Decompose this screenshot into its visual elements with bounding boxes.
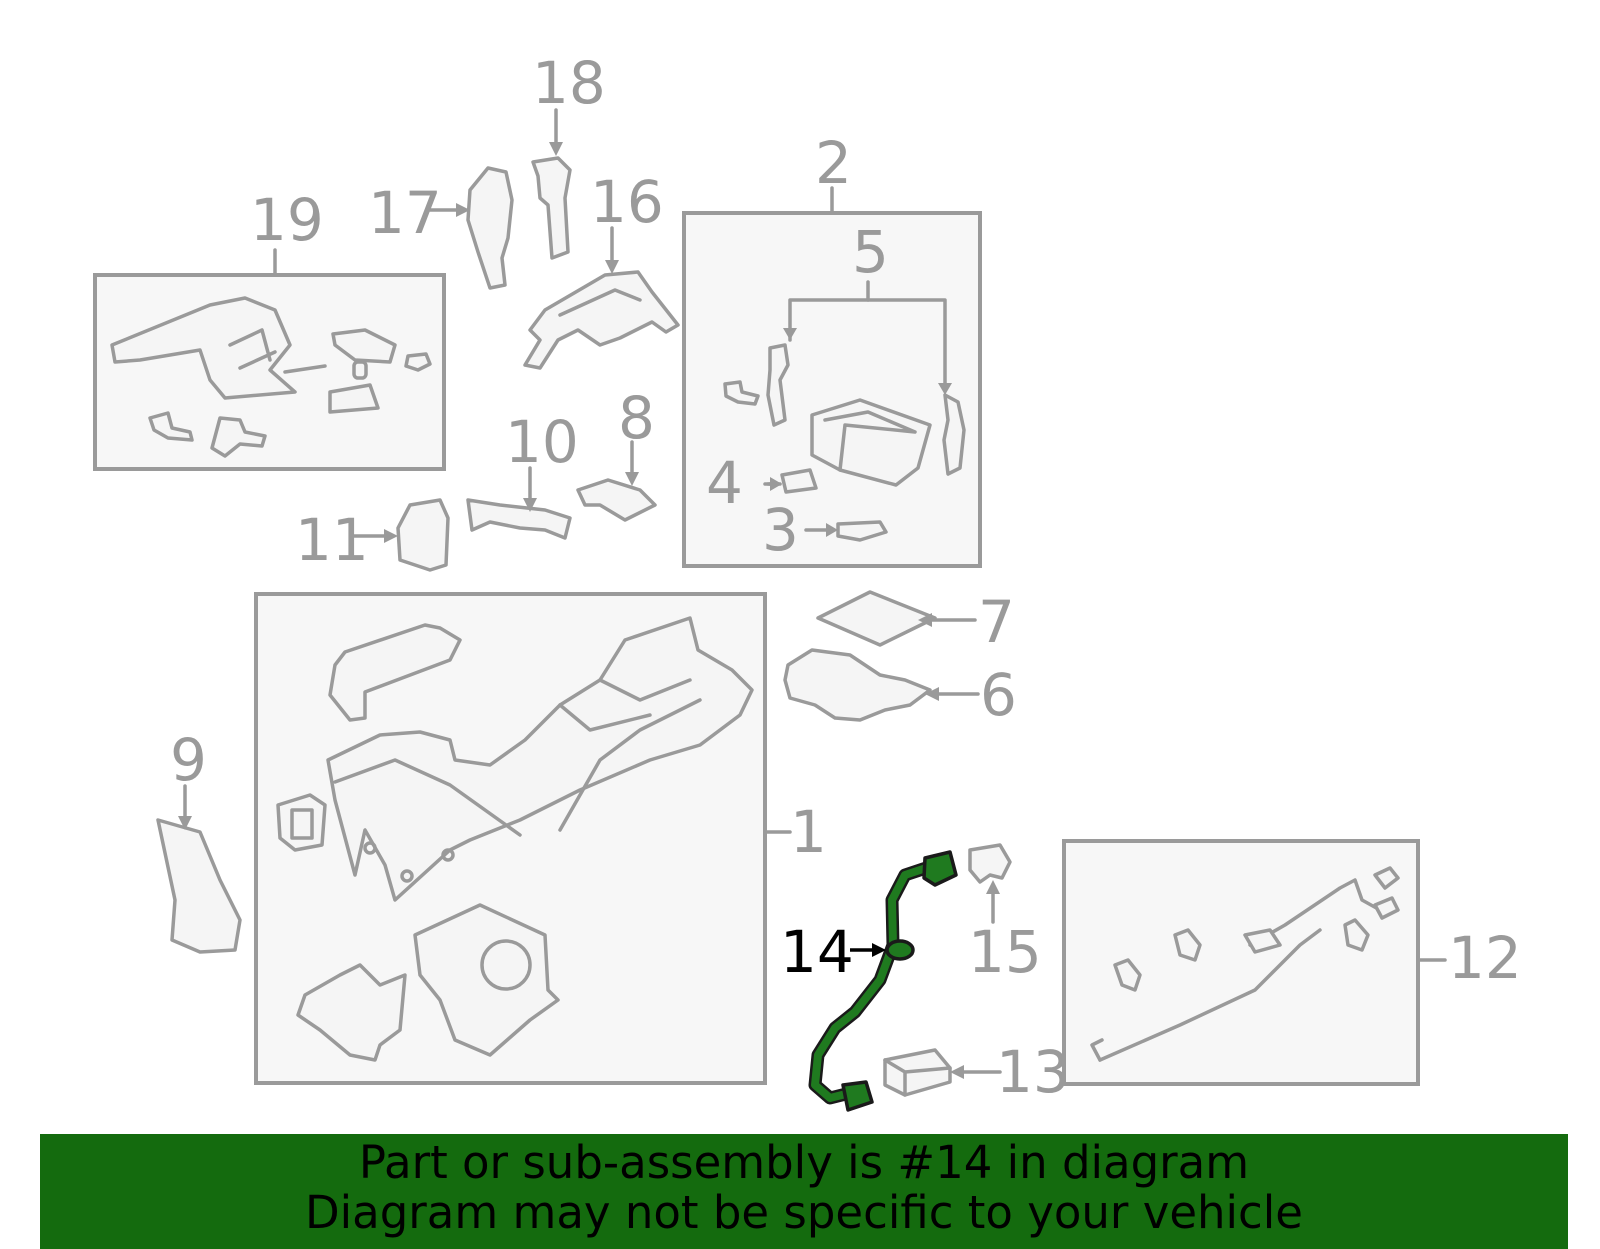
part-clip-3: [836, 520, 888, 542]
part-12-clip-a: [1113, 958, 1142, 992]
part-bushing: [352, 360, 368, 380]
callout-13: 13: [996, 1038, 1070, 1106]
harness-connector-top: [922, 850, 958, 887]
part-8: [576, 478, 657, 522]
part-plug: [276, 793, 327, 852]
part-armrest-lid: [328, 623, 462, 722]
part-nut: [404, 352, 432, 372]
banner-line-1: Part or sub-assembly is #14 in diagram: [358, 1136, 1250, 1189]
part-11: [396, 498, 450, 572]
harness-grommet: [885, 939, 915, 961]
callout-6: 6: [980, 661, 1017, 729]
callout-3: 3: [762, 496, 799, 564]
part-15: [968, 843, 1012, 884]
part-shift-rod: [531, 156, 572, 260]
part-bracket-b: [328, 383, 380, 414]
callout-2: 2: [815, 129, 852, 197]
part-parking-brake-lever: [110, 296, 297, 400]
part-12-clip-c: [1343, 918, 1370, 952]
part-7: [816, 590, 937, 647]
callout-7: 7: [978, 588, 1015, 656]
info-banner: Part or sub-assembly is #14 in diagram D…: [40, 1134, 1568, 1249]
callout-17: 17: [368, 179, 442, 247]
callout-5: 5: [852, 218, 889, 286]
callout-11: 11: [295, 506, 369, 574]
part-bolt-a: [148, 411, 194, 442]
part-shift-panel: [523, 270, 680, 370]
callout-8: 8: [618, 384, 655, 452]
callout-18: 18: [532, 49, 606, 117]
part-14-harness: [808, 850, 958, 1112]
callout-10: 10: [505, 408, 579, 476]
callout-12: 12: [1448, 924, 1522, 992]
callout-4: 4: [706, 449, 743, 517]
part-lower-bracket: [296, 963, 407, 1062]
harness-connector-bottom: [841, 1080, 874, 1112]
part-12-junction: [1243, 928, 1282, 954]
part-console-body: [326, 616, 754, 902]
group-1: [254, 592, 792, 1085]
group-12: [1062, 839, 1447, 1086]
part-bracket-a: [331, 328, 397, 364]
part-bracket-right: [942, 393, 966, 476]
group-19: [93, 248, 446, 471]
callout-16: 16: [590, 168, 664, 236]
part-clip-4: [780, 468, 818, 494]
callout-15: 15: [968, 918, 1042, 986]
part-bracket-left: [766, 343, 790, 427]
callout-19: 19: [250, 186, 324, 254]
callout-1: 1: [790, 798, 827, 866]
banner-line-2: Diagram may not be specific to your vehi…: [305, 1186, 1303, 1239]
group-2: [682, 186, 982, 568]
part-12-connector-b: [1373, 896, 1400, 920]
part-12-clip-b: [1173, 928, 1202, 962]
part-12-connector-a: [1373, 866, 1400, 890]
part-sensor: [210, 416, 267, 458]
callout-9: 9: [170, 726, 207, 794]
part-screw: [723, 380, 760, 406]
part-side-trim: [156, 818, 242, 954]
part-6: [783, 648, 932, 722]
callout-14: 14: [780, 918, 854, 986]
part-shift-knob: [466, 166, 514, 290]
part-10: [466, 498, 572, 540]
